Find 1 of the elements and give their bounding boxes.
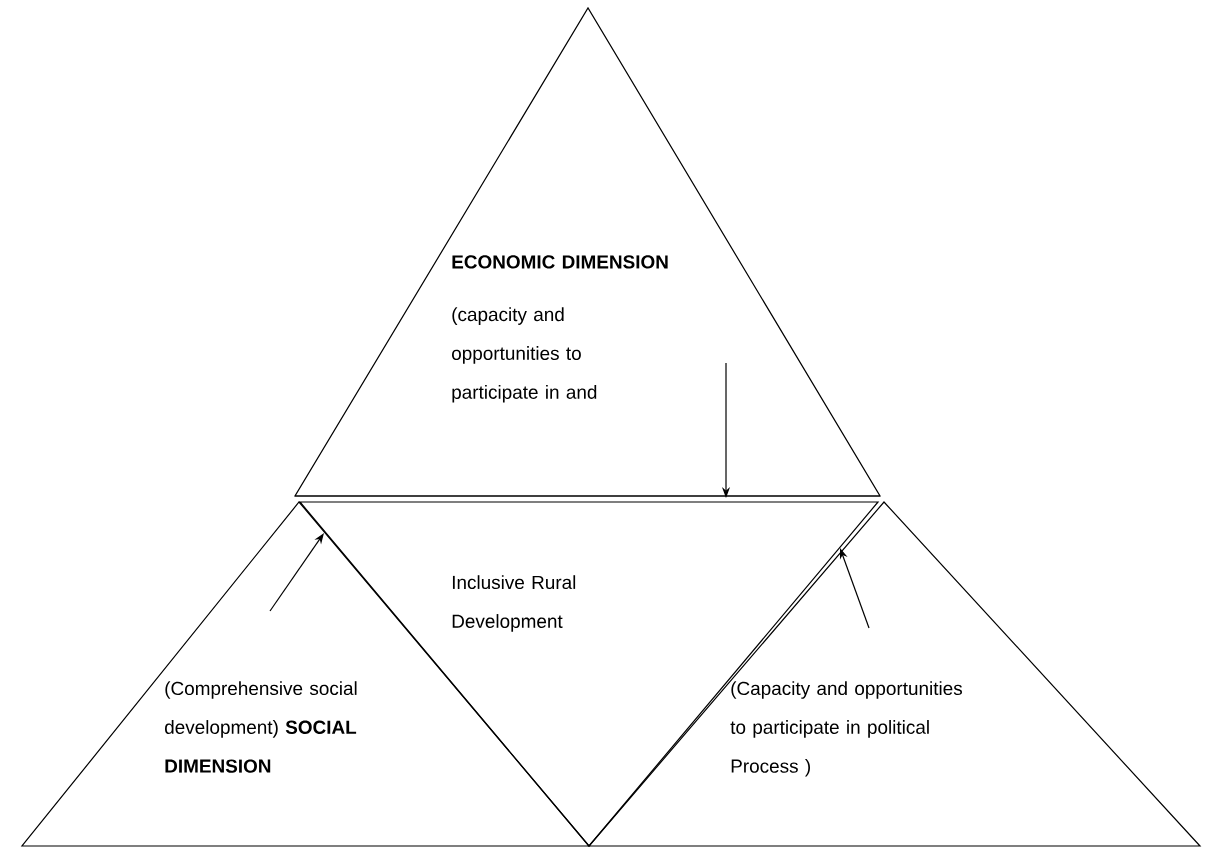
arrow (269, 533, 324, 612)
